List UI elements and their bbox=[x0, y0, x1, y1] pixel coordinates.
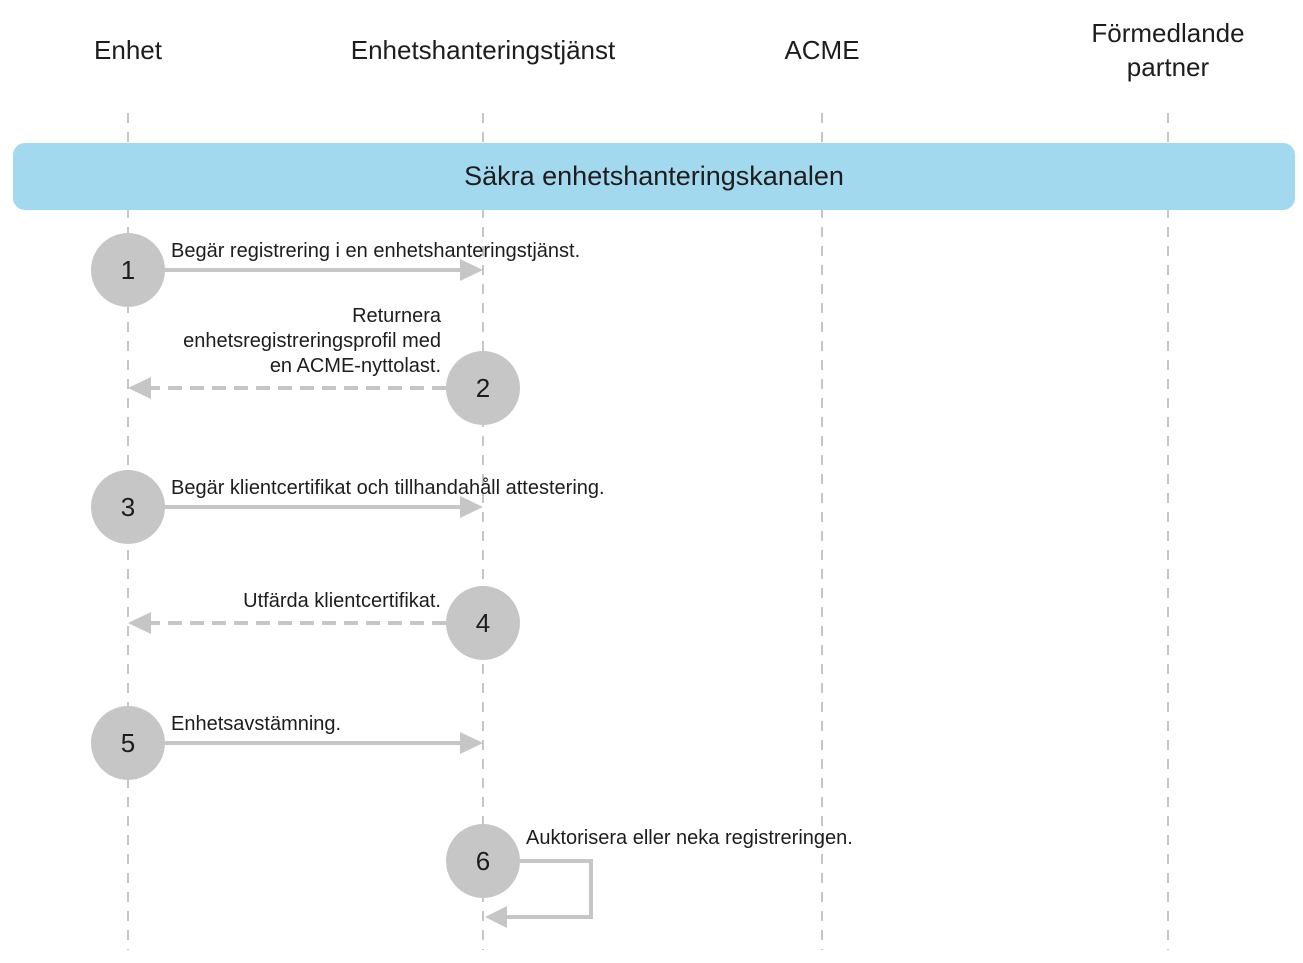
arrow-head bbox=[128, 377, 151, 399]
step-1: 1 Begär registrering i en enhetshantering… bbox=[91, 233, 580, 307]
lane-title-mdm: Enhetshanteringstjänst bbox=[351, 35, 616, 65]
secure-channel-label: Säkra enhetshanteringskanalen bbox=[464, 161, 844, 191]
step-number: 1 bbox=[121, 255, 135, 285]
arrow-head bbox=[460, 732, 483, 754]
arrow-head bbox=[460, 496, 483, 518]
step-circle bbox=[446, 351, 520, 425]
lane-title-partner: partner bbox=[1127, 52, 1210, 82]
step-circle bbox=[91, 706, 165, 780]
step-circle bbox=[91, 470, 165, 544]
secure-channel-band bbox=[13, 143, 1295, 210]
step-2: 2 Returnera enhetsregistreringsprofil med e… bbox=[128, 305, 520, 425]
arrow-head bbox=[460, 259, 483, 281]
step-4: 4 Utfärda klientcertifikat. bbox=[128, 586, 520, 660]
step-label: Enhetsavstämning. bbox=[171, 713, 341, 735]
step-label: en ACME-nyttolast. bbox=[270, 355, 441, 377]
lane-title-acme: ACME bbox=[784, 35, 859, 65]
step-label: Begär klientcertifikat och tillhandahåll… bbox=[171, 477, 605, 499]
step-circle bbox=[91, 233, 165, 307]
step-circle bbox=[446, 824, 520, 898]
step-circle bbox=[446, 586, 520, 660]
step-label: Returnera bbox=[352, 305, 442, 327]
lane-title-partner: Förmedlande bbox=[1091, 18, 1244, 48]
arrow-head bbox=[485, 906, 507, 928]
step-number: 5 bbox=[121, 728, 135, 758]
step-label: Utfärda klientcertifikat. bbox=[243, 590, 441, 612]
step-label: Auktorisera eller neka registreringen. bbox=[526, 827, 853, 849]
step-6: 6 Auktorisera eller neka registreringen. bbox=[446, 824, 853, 928]
step-number: 6 bbox=[476, 846, 490, 876]
step-number: 4 bbox=[476, 608, 490, 638]
step-number: 2 bbox=[476, 373, 490, 403]
step-label: enhetsregistreringsprofil med bbox=[183, 330, 441, 352]
step-number: 3 bbox=[121, 492, 135, 522]
lane-title-device: Enhet bbox=[94, 35, 163, 65]
step-5: 5 Enhetsavstämning. bbox=[91, 706, 483, 780]
arrow-head bbox=[128, 612, 151, 634]
self-loop-arrow bbox=[503, 859, 593, 919]
step-label: Begär registrering i en enhetshanterings… bbox=[171, 240, 580, 262]
step-3: 3 Begär klientcertifikat och tillhandahål… bbox=[91, 470, 605, 544]
